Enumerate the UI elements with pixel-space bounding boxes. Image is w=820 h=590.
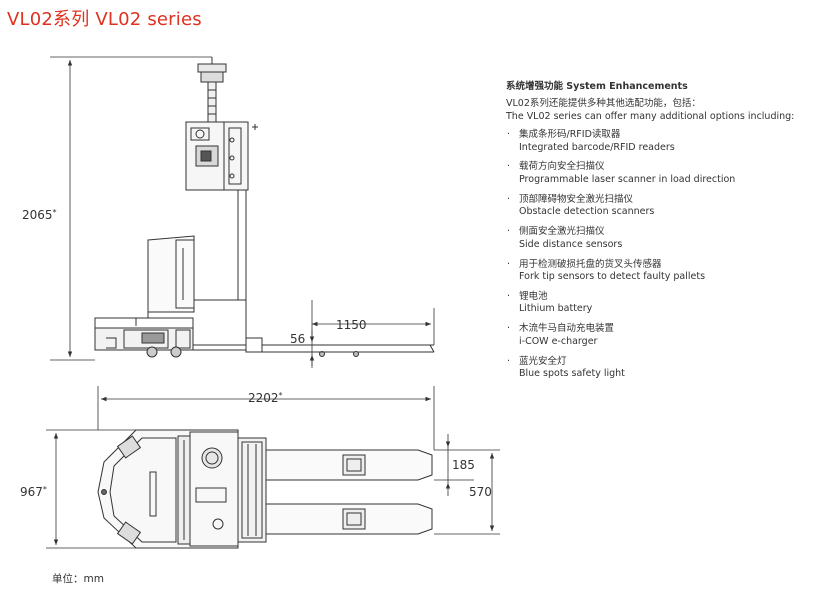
truck-body [94, 235, 246, 358]
length-dimension [97, 386, 435, 450]
top-chassis [97, 429, 239, 549]
dim-fork-width: 185 [452, 458, 475, 472]
dim-fork-length: 1150 [336, 318, 367, 332]
page-title: VL02系列 VL02 series [7, 9, 202, 30]
dim-overall-height: 2065* [22, 208, 57, 222]
enhancements-intro: VL02系列还能提供多种其他选配功能，包括： The VL02 series c… [506, 98, 816, 123]
top-dimensions [46, 429, 500, 549]
enhancements-heading: 系统增强功能 System Enhancements [506, 81, 688, 92]
dim-fork-spread: 570 [469, 485, 492, 499]
mast [185, 121, 258, 345]
technical-drawing: 2065* 1150 56 [20, 56, 500, 549]
intro-en: The VL02 series can offer many additiona… [506, 110, 795, 122]
dim-overall-length: 2202* [248, 391, 283, 405]
top-forks [265, 449, 433, 535]
side-forks [245, 337, 435, 357]
top-scanner [197, 57, 227, 123]
intro-cn: VL02系列还能提供多种其他选配功能，包括： [506, 98, 701, 109]
top-view [46, 386, 500, 549]
unit-note: 单位：mm [52, 573, 104, 585]
side-view [50, 56, 435, 368]
side-dimensions [50, 56, 435, 368]
dim-fork-height: 56 [290, 332, 305, 346]
dim-overall-width: 967* [20, 485, 47, 499]
enhancements-panel: 系统增强功能 System Enhancements VL02系列还能提供多种其… [506, 78, 816, 388]
fork-carriage [237, 437, 267, 543]
